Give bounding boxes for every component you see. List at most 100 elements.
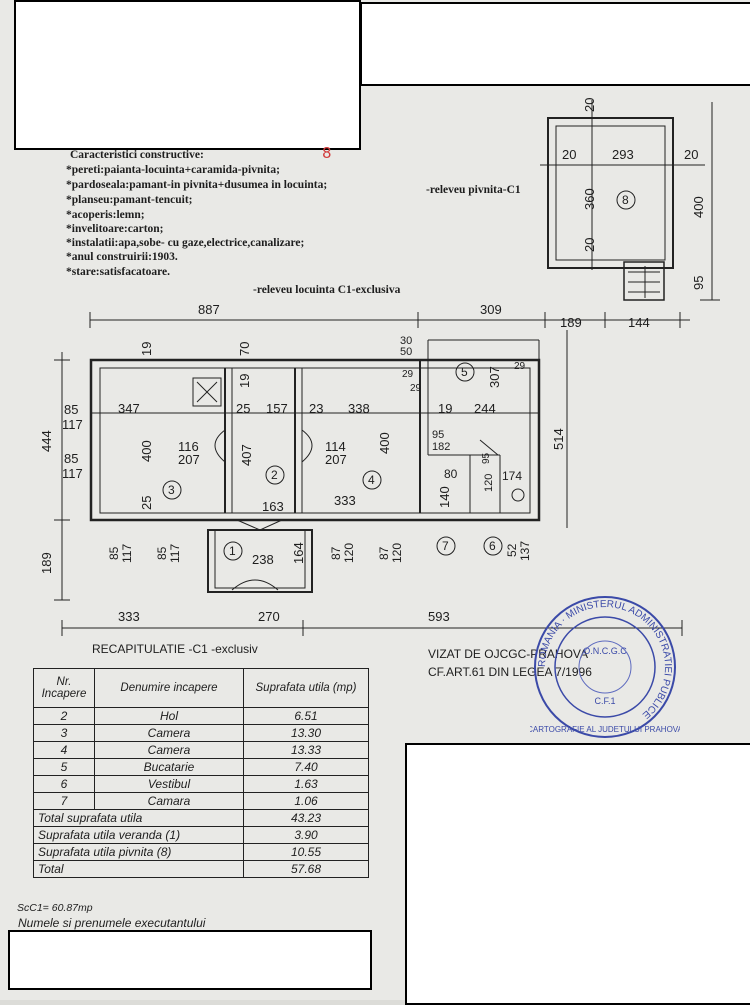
redaction-top-right xyxy=(360,2,750,86)
win-120-1: 120 xyxy=(342,542,356,563)
total-row: Suprafata utila pivnita (8)10.55 xyxy=(33,843,369,861)
visa-line-1: VIZAT DE OJCGC-PRAHOVA xyxy=(428,647,589,661)
characteristic-line: *invelitoare:carton; xyxy=(66,223,164,235)
stamp-inner-text: C.F.1 xyxy=(594,696,615,706)
dim-25: 25 xyxy=(236,401,251,416)
characteristic-line: *pardoseala:pamant-in pivnita+dusumea in… xyxy=(66,179,328,191)
cellar-dim-20-right: 20 xyxy=(684,147,699,162)
header-suprafata: Suprafata utila (mp) xyxy=(243,668,369,708)
cell-area: 7.40 xyxy=(243,758,369,776)
dim-80: 80 xyxy=(444,467,458,481)
dim-19-kitchen: 19 xyxy=(438,401,453,416)
recap-table: Nr. Incapere Denumire incapere Suprafata… xyxy=(33,668,369,878)
dim-95: 95 xyxy=(432,429,445,441)
executant-line: Numele si prenumele executantului xyxy=(18,916,206,930)
total-value: 43.23 xyxy=(243,809,369,827)
dim-116: 116 xyxy=(178,439,199,454)
win-87-1: 87 xyxy=(329,546,343,560)
win-85-1: 85 xyxy=(107,546,121,560)
dim-189: 189 xyxy=(560,315,582,330)
dim-207-b: 207 xyxy=(325,452,347,467)
dim-29-b: 29 xyxy=(410,383,422,394)
dim-244: 244 xyxy=(474,401,496,416)
dim-19: 19 xyxy=(139,341,154,356)
cell-area: 13.30 xyxy=(243,724,369,742)
dim-887: 887 xyxy=(198,302,220,317)
cell-name: Camera xyxy=(94,724,244,742)
total-value: 57.68 xyxy=(243,860,369,878)
dim-238: 238 xyxy=(252,552,274,567)
characteristics-title: Caracteristici constructive: xyxy=(70,149,204,161)
dim-140: 140 xyxy=(437,486,452,508)
dim-333-room4: 333 xyxy=(334,493,356,508)
characteristic-line: *instalatii:apa,sobe- cu gaze,electrice,… xyxy=(66,237,305,249)
dim-593: 593 xyxy=(428,609,450,624)
dim-50: 50 xyxy=(400,346,413,358)
cell-nr: 4 xyxy=(33,741,95,759)
stamp-bottom-text: CARTOGRAFIE AL JUDETULUI PRAHOVA xyxy=(530,725,680,734)
characteristic-line: *anul construirii:1903. xyxy=(66,251,178,263)
cell-nr: 5 xyxy=(33,758,95,776)
cell-area: 1.63 xyxy=(243,775,369,793)
dim-25-b: 25 xyxy=(139,495,154,510)
dim-157: 157 xyxy=(266,401,288,416)
room-number-2: 2 xyxy=(271,468,278,482)
dim-144: 144 xyxy=(628,315,650,330)
dim-23: 23 xyxy=(309,401,324,416)
dim-347: 347 xyxy=(118,401,140,416)
win-87-2: 87 xyxy=(377,546,391,560)
cell-area: 1.06 xyxy=(243,792,369,810)
cell-name: Camara xyxy=(94,792,244,810)
cell-nr: 7 xyxy=(33,792,95,810)
cell-name: Hol xyxy=(94,707,244,725)
total-label: Suprafata utila pivnita (8) xyxy=(33,843,244,861)
stamp-center-text: O.N.C.G.C xyxy=(583,646,627,656)
room-number-7: 7 xyxy=(442,539,449,553)
dim-163: 163 xyxy=(262,499,284,514)
characteristic-line: *acoperis:lemn; xyxy=(66,209,145,221)
dim-19-hol: 19 xyxy=(237,373,252,388)
total-label: Suprafata utila veranda (1) xyxy=(33,826,244,844)
characteristic-line: *stare:satisfacatoare. xyxy=(66,266,170,278)
characteristic-line: *planseu:pamant-tencuit; xyxy=(66,194,193,206)
total-row: Suprafata utila veranda (1)3.90 xyxy=(33,826,369,844)
red-handwritten-mark: 8 xyxy=(322,144,332,162)
win-120-2: 120 xyxy=(390,542,404,563)
recap-title: RECAPITULATIE -C1 -exclusiv xyxy=(92,642,258,656)
win-137: 137 xyxy=(518,540,532,561)
dim-114: 114 xyxy=(325,439,346,454)
dim-309: 309 xyxy=(480,302,502,317)
dim-29-c: 29 xyxy=(514,361,526,372)
dim-400-a: 400 xyxy=(139,440,154,462)
cell-nr: 3 xyxy=(33,724,95,742)
room-number-6: 6 xyxy=(489,539,496,553)
redaction-top-left xyxy=(14,0,361,150)
dim-270: 270 xyxy=(258,609,280,624)
dim-85-a: 85 xyxy=(64,402,79,417)
cell-name: Camera xyxy=(94,741,244,759)
redaction-bottom-right xyxy=(405,743,750,1005)
scc-note: ScC1= 60.87mp xyxy=(17,902,93,914)
dim-117-b: 117 xyxy=(62,466,83,481)
cellar-dim-top: 20 xyxy=(582,97,597,112)
room-number-8: 8 xyxy=(622,193,629,207)
header-denumire: Denumire incapere xyxy=(94,668,244,708)
header-nr: Nr. Incapere xyxy=(33,668,95,708)
cellar-dim-20-bottom: 20 xyxy=(582,237,597,252)
dim-400-b: 400 xyxy=(377,432,392,454)
cellar-dim-95: 95 xyxy=(691,275,706,290)
dim-30: 30 xyxy=(400,335,413,347)
cellar-dim-20: 20 xyxy=(562,147,577,162)
dim-29-a: 29 xyxy=(402,369,414,380)
dim-120: 120 xyxy=(483,473,495,492)
dim-514: 514 xyxy=(551,428,566,450)
cellar-dim-400: 400 xyxy=(691,196,706,218)
win-85-2: 85 xyxy=(155,546,169,560)
dim-95-b: 95 xyxy=(481,452,492,464)
